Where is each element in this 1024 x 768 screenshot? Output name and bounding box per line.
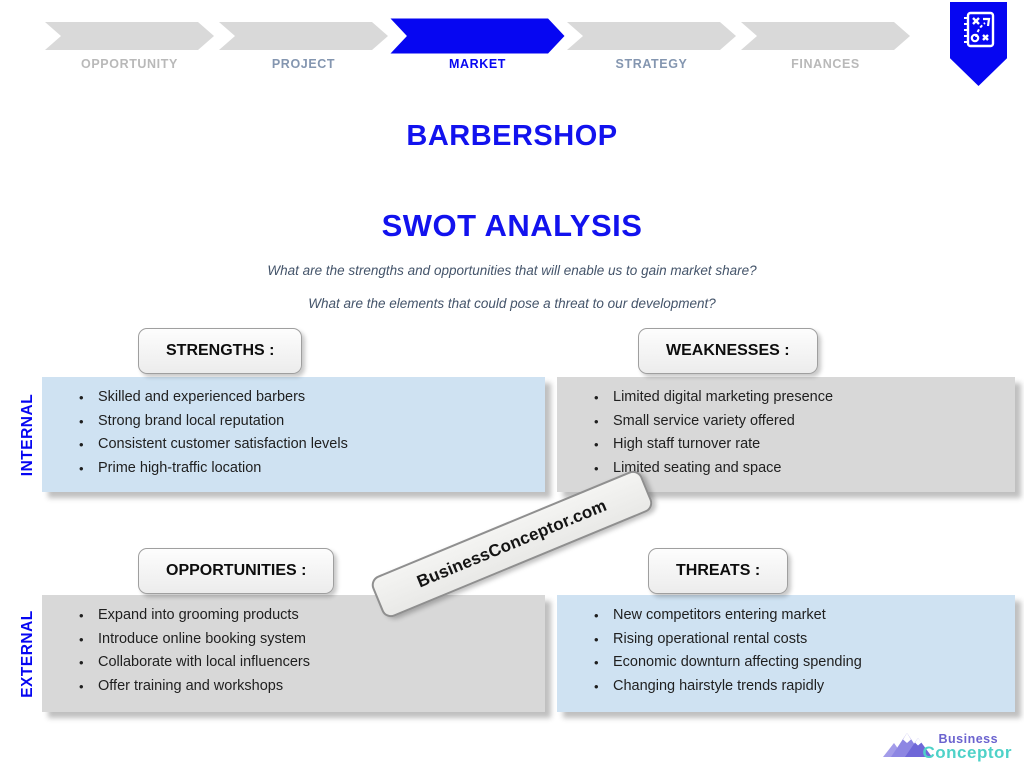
list-item: High staff turnover rate [594, 433, 1009, 457]
weaknesses-header: WEAKNESSES : [638, 328, 818, 374]
list-item: Limited digital marketing presence [594, 386, 1009, 410]
opportunities-header: OPPORTUNITIES : [138, 548, 335, 594]
step-label-project[interactable]: PROJECT [271, 57, 336, 71]
list-item: Limited seating and space [594, 457, 1009, 481]
list-item: Small service variety offered [594, 410, 1009, 434]
step-label-finances[interactable]: FINANCES [791, 57, 860, 71]
list-item: Strong brand local reputation [79, 410, 539, 434]
process-step-labels: OPPORTUNITY PROJECT MARKET STRATEGY FINA… [45, 57, 910, 71]
list-item: Consistent customer satisfaction levels [79, 433, 539, 457]
opportunities-box: Expand into grooming products Introduce … [42, 595, 545, 712]
page-title: BARBERSHOP [406, 120, 618, 152]
step-arrow-strategy[interactable] [567, 22, 736, 50]
threats-box: New competitors entering market Rising o… [557, 595, 1015, 712]
weaknesses-list: Limited digital marketing presence Small… [557, 377, 1015, 480]
list-item: Changing hairstyle trends rapidly [594, 675, 1009, 699]
threats-header: THREATS : [648, 548, 789, 594]
logo-line1: Business [938, 731, 999, 746]
step-arrow-project[interactable] [219, 22, 388, 50]
external-row-label: EXTERNAL [19, 610, 36, 698]
list-item: New competitors entering market [594, 604, 1009, 628]
list-item: Economic downturn affecting spending [594, 651, 1009, 675]
bookmark-ribbon [950, 2, 1007, 86]
logo-text: Business Conceptor [922, 731, 1013, 764]
step-label-strategy[interactable]: STRATEGY [615, 57, 688, 71]
step-label-market[interactable]: MARKET [448, 57, 507, 71]
list-item: Prime high-traffic location [79, 457, 539, 481]
strategy-plan-icon [962, 2, 996, 56]
list-item: Introduce online booking system [79, 628, 539, 652]
logo-line2: Conceptor [922, 743, 1012, 762]
question-market-share: What are the strengths and opportunities… [267, 263, 757, 278]
strengths-box: Skilled and experienced barbers Strong b… [42, 377, 545, 492]
step-arrow-market-active[interactable] [390, 19, 564, 54]
list-item: Offer training and workshops [79, 675, 539, 699]
opportunities-list: Expand into grooming products Introduce … [42, 595, 545, 698]
question-threats: What are the elements that could pose a … [308, 296, 716, 311]
step-arrow-finances[interactable] [741, 22, 910, 50]
list-item: Skilled and experienced barbers [79, 386, 539, 410]
list-item: Rising operational rental costs [594, 628, 1009, 652]
list-item: Expand into grooming products [79, 604, 539, 628]
threats-list: New competitors entering market Rising o… [557, 595, 1015, 698]
process-arrow-band [45, 22, 910, 50]
strengths-header: STRENGTHS : [138, 328, 303, 374]
page-subtitle: SWOT ANALYSIS [381, 208, 643, 243]
mountains-icon [882, 730, 943, 763]
step-label-opportunity[interactable]: OPPORTUNITY [81, 57, 178, 71]
business-conceptor-logo: Business Conceptor [882, 730, 1013, 764]
internal-row-label: INTERNAL [19, 393, 36, 477]
step-arrow-opportunity[interactable] [45, 22, 214, 50]
strengths-list: Skilled and experienced barbers Strong b… [42, 377, 545, 480]
list-item: Collaborate with local influencers [79, 651, 539, 675]
